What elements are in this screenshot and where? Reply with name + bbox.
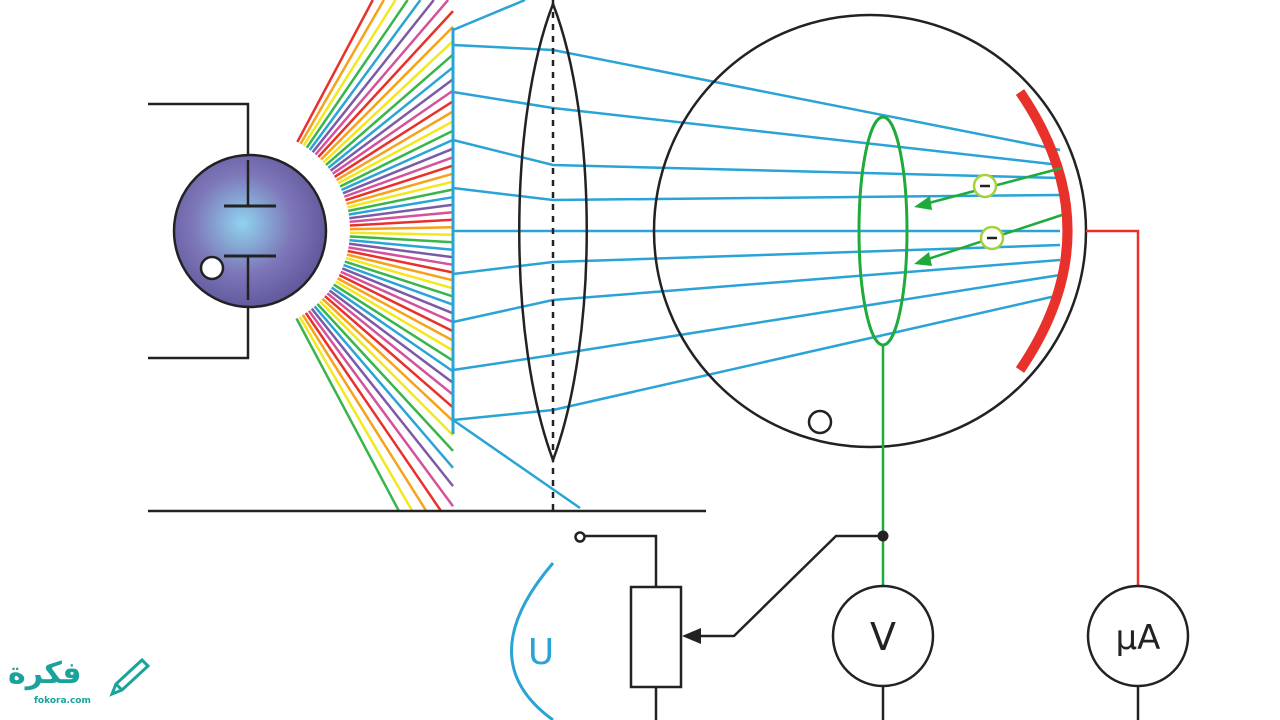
- spectrum-ray: [342, 164, 454, 203]
- stray-ray: [452, 418, 581, 510]
- spectrum-ray: [345, 188, 454, 213]
- electron-symbol: [972, 173, 998, 199]
- spectrum-ray: [298, 315, 414, 512]
- spectrum-ray: [301, 0, 397, 149]
- light-lamp: [172, 153, 328, 309]
- focused-ray: [452, 186, 1061, 202]
- voltage-arc: [510, 562, 555, 720]
- bulb-small-circle: [807, 409, 833, 435]
- electron-symbol: [979, 225, 1005, 251]
- spectrum-ray: [346, 245, 454, 267]
- light-spectrum-fan: [294, 0, 455, 512]
- spectrum-ray: [307, 0, 422, 153]
- spectrum-ray: [298, 0, 385, 147]
- spectrum-ray: [347, 203, 454, 220]
- spectrum-ray: [347, 242, 454, 259]
- spectrum-ray: [344, 252, 454, 282]
- spectrum-ray: [294, 316, 401, 512]
- wiper-arrow: [682, 628, 701, 644]
- spectrum-ray: [347, 226, 454, 231]
- spectrum-ray: [337, 273, 454, 333]
- watermark-name: فكرة: [8, 656, 82, 691]
- spectrum-ray: [335, 120, 454, 186]
- focused-ray: [452, 43, 1061, 152]
- spectrum-ray: [310, 0, 435, 156]
- spectrum-ray: [345, 249, 454, 274]
- spectrum-ray: [310, 306, 454, 487]
- spectrum-ray: [307, 309, 455, 508]
- spectrum-ray: [301, 313, 428, 512]
- spectrum-ray: [331, 100, 454, 180]
- lamp-small-circle: [199, 255, 225, 281]
- spectrum-ray: [333, 110, 454, 183]
- spectrum-ray: [318, 25, 454, 163]
- focused-ray: [452, 138, 1061, 180]
- focused-ray: [452, 243, 1061, 276]
- spectrum-ray: [323, 294, 454, 409]
- junction-dot: [877, 530, 889, 542]
- spectrum-ray: [347, 218, 454, 227]
- spectrum-ray: [329, 285, 454, 373]
- microammeter-label: μA: [1116, 618, 1161, 658]
- spectrum-ray: [340, 266, 454, 315]
- spectrum-ray: [318, 299, 454, 437]
- photocathode: [1015, 89, 1073, 373]
- spectrum-ray: [337, 129, 454, 189]
- pen-icon: [109, 657, 151, 697]
- microammeter: μA: [1086, 584, 1190, 720]
- spectrum-ray: [304, 311, 443, 512]
- spectrum-ray: [327, 288, 454, 384]
- spectrum-ray: [294, 0, 374, 146]
- spectrum-ray: [347, 231, 454, 236]
- voltmeter: V: [831, 584, 935, 720]
- spectrum-ray: [312, 304, 454, 469]
- focused-ray: [452, 258, 1061, 324]
- spectrum-ray: [333, 279, 454, 352]
- spectrum-ray: [331, 282, 454, 362]
- spectrum-ray: [344, 180, 454, 210]
- spectrum-ray: [347, 211, 454, 224]
- spectrum-ray: [343, 256, 454, 290]
- site-watermark: فكرة fokora.com: [8, 652, 158, 716]
- emitted-electrons: [914, 166, 1063, 266]
- spectrum-ray: [315, 302, 454, 452]
- spectrum-ray: [338, 269, 454, 324]
- spectrum-ray: [335, 276, 454, 342]
- spectrum-ray: [346, 195, 454, 217]
- spectrum-ray: [325, 66, 454, 171]
- spectrum-ray: [338, 138, 454, 193]
- spectrum-ray: [320, 296, 454, 422]
- spectrum-ray: [340, 147, 454, 196]
- voltmeter-label: V: [870, 615, 896, 659]
- voltage-label: U: [528, 632, 554, 673]
- spectrum-ray: [325, 291, 454, 396]
- spectrum-ray: [304, 0, 409, 151]
- focused-ray: [452, 273, 1061, 372]
- spectrum-ray: [312, 0, 450, 158]
- spectrum-ray: [327, 78, 454, 174]
- spectrum-ray: [347, 238, 454, 251]
- spectrum-ray: [341, 263, 454, 306]
- spectrum-ray: [343, 172, 454, 206]
- spectrum-ray: [320, 40, 454, 166]
- potentiometer-circuit: [574, 531, 883, 720]
- focused-ray: [452, 90, 1061, 167]
- cathode-lead: [1086, 229, 1140, 586]
- spectrum-ray: [347, 235, 454, 244]
- spectrum-ray: [315, 10, 454, 160]
- spectrum-ray: [323, 53, 454, 168]
- spectrum-ray: [342, 259, 454, 298]
- spectrum-ray: [329, 89, 454, 177]
- spectrum-ray: [341, 156, 454, 199]
- watermark-site: fokora.com: [34, 696, 91, 706]
- stray-ray: [452, 0, 526, 32]
